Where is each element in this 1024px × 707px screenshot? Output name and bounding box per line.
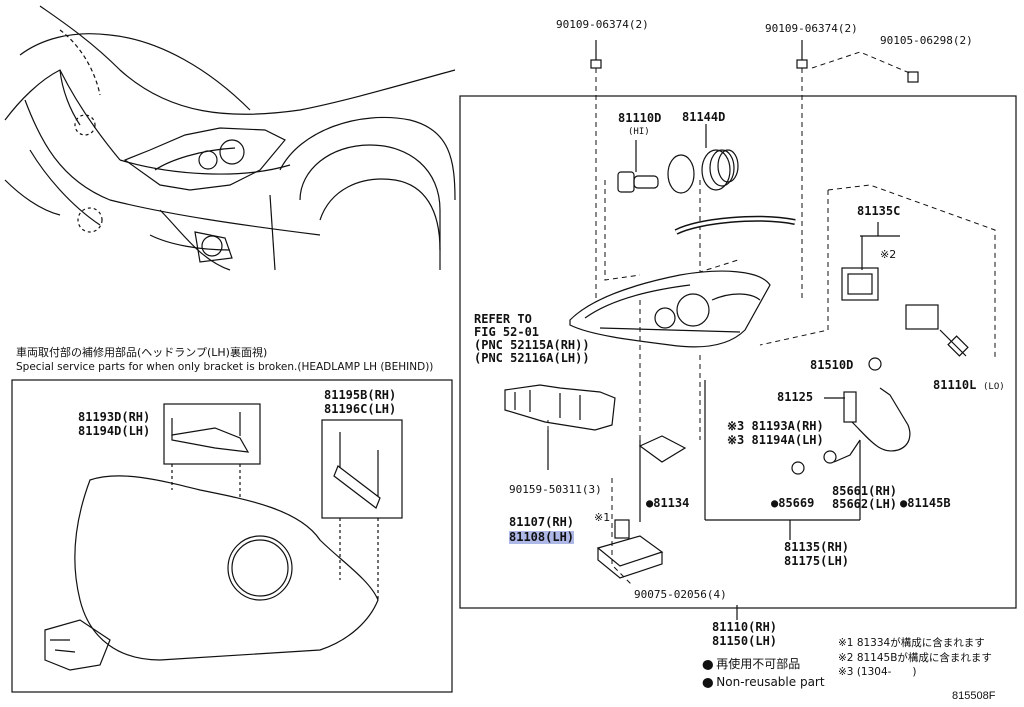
label-81108-highlighted[interactable]: 81108(LH) — [509, 530, 575, 544]
label-81145B: ●81145B — [900, 496, 951, 510]
bracket-panel — [11, 379, 453, 693]
harness-81125 — [823, 387, 911, 464]
bolt-90109-left — [590, 40, 602, 69]
main-frame — [459, 95, 1017, 609]
refer-line-3: (PNC 52115A(RH)) — [474, 338, 590, 352]
bolt-90109-right — [796, 40, 808, 69]
label-85662: 85662(LH) — [832, 497, 898, 511]
label-81193D: 81193D(RH) — [78, 410, 151, 424]
socket-81144D — [667, 124, 739, 194]
gasket-81134 — [638, 435, 687, 463]
label-90109-top-left: 90109-06374(2) — [556, 18, 649, 31]
note-1: ※1 81334が構成に含まれます — [838, 637, 985, 649]
refer-note: REFER TO FIG 52-01 (PNC 52115A(RH)) (PNC… — [474, 313, 590, 365]
label-81144D: 81144D — [682, 110, 726, 124]
note-mark-81107: ※1 — [594, 511, 611, 524]
bulb-81110L — [939, 329, 969, 357]
label-81110D: 81110D — [618, 111, 662, 125]
label-81125: 81125 — [777, 390, 814, 404]
label-81110L-sub: (LO) — [983, 382, 1005, 392]
refer-line-4: (PNC 52116A(LH)) — [474, 351, 590, 365]
label-90159: 90159-50311(3) — [509, 483, 602, 496]
bracket-title-jp: 車両取付部の補修用部品(ヘッドランプ(LH)裏面視) — [16, 346, 268, 359]
label-81107: 81107(RH) — [509, 515, 575, 529]
bulb-81110D — [617, 140, 659, 193]
legend-jp: ● 再使用不可部品 — [702, 657, 801, 671]
cover-81135C — [841, 222, 900, 301]
bracket-81195B — [333, 432, 381, 509]
label-85661: 85661(RH) — [832, 484, 898, 498]
label-81110D-sub: (HI) — [628, 127, 650, 137]
label-81110L: 81110L — [933, 378, 977, 392]
legend-en: ● Non-reusable part — [702, 675, 825, 689]
bracket-81193D — [171, 412, 250, 453]
oring-85669 — [791, 461, 805, 475]
label-81195B: 81195B(RH) — [324, 388, 397, 402]
note-2: ※2 81145Bが構成に含まれます — [838, 652, 992, 664]
refer-line-1: REFER TO — [474, 312, 532, 326]
label-81510D: 81510D — [810, 358, 854, 372]
label-81135RH: 81135(RH) — [784, 540, 850, 554]
label-81150LH: 81150(LH) — [712, 634, 778, 648]
refer-bracket — [504, 384, 616, 431]
bolt-90105 — [907, 71, 919, 83]
figure-number: 815508F — [952, 690, 996, 702]
label-81196C: 81196C(LH) — [324, 402, 397, 416]
ballast-81107 — [596, 519, 664, 579]
car-illustration — [4, 5, 456, 271]
headlamp-housing — [569, 270, 771, 348]
refer-line-2: FIG 52-01 — [474, 325, 540, 339]
label-81110RH: 81110(RH) — [712, 620, 778, 634]
bracket-title-en: Special service parts for when only brac… — [16, 361, 434, 373]
gasket-square — [905, 304, 939, 330]
label-81134: ●81134 — [646, 496, 690, 510]
label-90109-top-right: 90109-06374(2) — [765, 22, 858, 35]
label-81194D: 81194D(LH) — [78, 424, 151, 438]
note-3: ※3 (1304- ) — [838, 666, 917, 678]
note-mark-81135C: ※2 — [880, 248, 897, 261]
label-81135C: 81135C — [857, 204, 901, 218]
label-90075: 90075-02056(4) — [634, 588, 727, 601]
label-81175LH: 81175(LH) — [784, 554, 850, 568]
label-81193A: ※3 81193A(RH) — [727, 419, 824, 433]
label-85669: ●85669 — [771, 496, 815, 510]
label-81194A: ※3 81194A(LH) — [727, 433, 824, 447]
headlamp-rear-view — [44, 464, 379, 671]
clip-81510D — [868, 357, 882, 371]
label-90105: 90105-06298(2) — [880, 34, 973, 47]
